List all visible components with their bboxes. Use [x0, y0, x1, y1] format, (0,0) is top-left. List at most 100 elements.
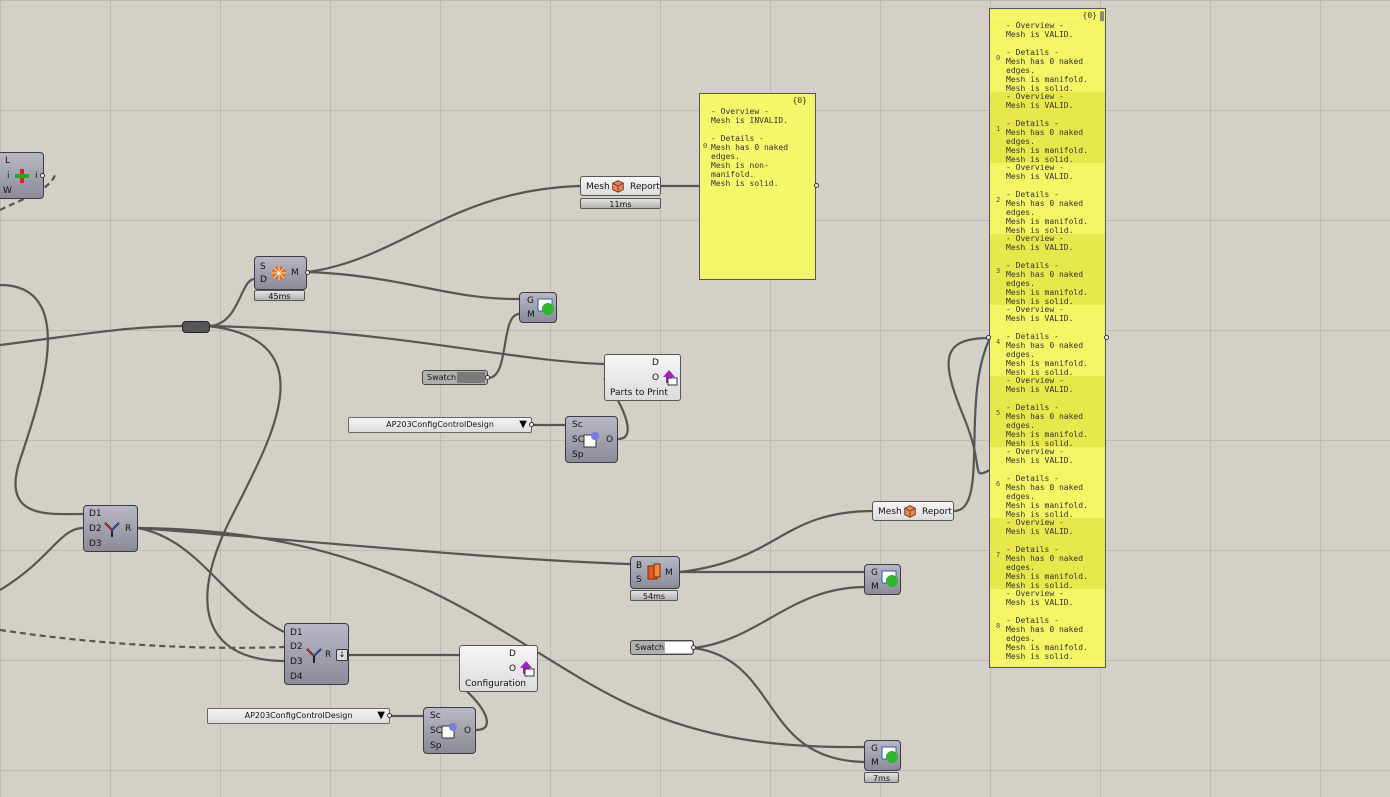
list-index: 3: [996, 267, 1001, 275]
input-i-label: i: [7, 171, 10, 181]
input-Sp-label: Sp: [430, 741, 442, 751]
mesh-report-component[interactable]: Mesh Report: [872, 501, 954, 521]
custom-preview-component[interactable]: G M: [864, 564, 901, 595]
input-D1-label: D1: [290, 628, 303, 638]
list-item: 5 - Overview - Mesh is VALID. - Details …: [990, 376, 1105, 448]
wire: [206, 324, 285, 663]
list-item: 4 - Overview - Mesh is VALID. - Details …: [990, 305, 1105, 377]
swatch-colour[interactable]: [665, 642, 692, 653]
export-arrow-icon: [663, 370, 678, 386]
wire-dashed: [0, 628, 285, 649]
export-settings-icon: [441, 723, 457, 739]
mesh-report-list-panel[interactable]: {0} 0 - Overview - Mesh is VALID. - Deta…: [989, 8, 1106, 668]
input-S-label: S: [260, 262, 266, 272]
output-grip[interactable]: [691, 645, 696, 650]
preview-sphere-icon: [537, 298, 554, 315]
list-text: - Overview - Mesh is VALID. - Details - …: [1006, 305, 1088, 377]
input-D2-label: D2: [290, 642, 303, 652]
wire: [953, 337, 991, 513]
wire: [487, 312, 520, 380]
output-M-label: M: [665, 568, 673, 578]
mesh-box-icon: [904, 505, 916, 518]
list-item: 7 - Overview - Mesh is VALID. - Details …: [990, 518, 1105, 590]
panel-output-grip[interactable]: [814, 183, 819, 188]
list-index: 4: [996, 338, 1001, 346]
output-grip[interactable]: [40, 173, 45, 178]
output-grip[interactable]: [387, 713, 392, 718]
input-Sc-label: Sc: [572, 420, 583, 430]
list-index: 2: [996, 196, 1001, 204]
merge-component[interactable]: D1 D2 D3 R: [83, 505, 138, 552]
configuration-component[interactable]: D O Configuration: [459, 645, 538, 692]
dropdown-arrow-icon[interactable]: ▼: [519, 419, 527, 430]
wire: [306, 184, 581, 274]
input-D1-label: D1: [89, 509, 102, 519]
input-D2-label: D2: [89, 524, 102, 534]
dropdown-value: AP203ConfigControlDesign: [244, 711, 353, 720]
input-D-label: D: [509, 649, 516, 659]
input-D-label: D: [260, 275, 267, 285]
custom-preview-component[interactable]: G M: [519, 292, 557, 323]
mesh-report-panel[interactable]: {0} 0 - Overview - Mesh is INVALID. - De…: [699, 93, 816, 280]
output-grip[interactable]: [529, 422, 534, 427]
input-D4-label: D4: [290, 672, 303, 682]
output-R-label: R: [325, 650, 332, 660]
wire: [137, 526, 631, 566]
export-arrow-icon: [520, 661, 535, 677]
merge-arrows-icon: [306, 648, 322, 663]
merge-arrows-icon: [104, 522, 120, 537]
wire: [947, 336, 991, 475]
swatch-label: Swatch: [635, 643, 665, 652]
input-S-label: S: [636, 575, 642, 585]
wire: [137, 526, 865, 749]
add-input-icon[interactable]: ↓: [336, 649, 348, 661]
list-item: 8 - Overview - Mesh is VALID. - Details …: [990, 589, 1105, 661]
configuration-label: Configuration: [465, 679, 527, 689]
panel-input-grip[interactable]: [986, 335, 991, 340]
list-text: - Overview - Mesh is VALID. - Details - …: [1006, 21, 1088, 93]
relay-node[interactable]: [182, 321, 210, 333]
format-dropdown[interactable]: AP203ConfigControlDesign ▼: [348, 417, 532, 433]
wire: [0, 526, 84, 591]
step-export-component[interactable]: Sc SC Sp O: [423, 707, 476, 754]
list-text: - Overview - Mesh is VALID. - Details - …: [1006, 92, 1088, 164]
parts-to-print-component[interactable]: D O Parts to Print: [604, 354, 681, 401]
partial-component[interactable]: L i W i: [0, 152, 45, 199]
mesh-brep-component[interactable]: B S M: [630, 556, 680, 589]
swatch-label: Swatch: [427, 373, 457, 382]
input-mesh-label: Mesh: [878, 507, 902, 517]
list-text: - Overview - Mesh is VALID. - Details - …: [1006, 447, 1088, 519]
format-dropdown[interactable]: AP203ConfigControlDesign ▼: [207, 708, 390, 724]
mesh-brep-component[interactable]: S D M: [254, 256, 310, 290]
step-export-component[interactable]: Sc SC Sp O: [565, 416, 618, 463]
list-text: - Overview - Mesh is VALID. - Details - …: [1006, 518, 1088, 590]
colour-swatch[interactable]: Swatch: [422, 370, 488, 385]
custom-preview-component[interactable]: G M: [864, 740, 901, 771]
output-grip[interactable]: [485, 375, 490, 380]
output-O-label: O: [464, 726, 472, 736]
input-L-label: L: [5, 156, 11, 166]
swatch-colour[interactable]: [457, 372, 485, 383]
input-Sc-label: Sc: [430, 711, 441, 721]
colour-swatch[interactable]: Swatch: [630, 640, 694, 655]
list-item: 1 - Overview - Mesh is VALID. - Details …: [990, 92, 1105, 164]
list-index: 8: [996, 622, 1001, 630]
input-SC-label: SC: [430, 726, 442, 736]
dropdown-arrow-icon[interactable]: ▼: [377, 710, 385, 721]
output-grip[interactable]: [305, 270, 310, 275]
output-report-label: Report: [630, 182, 660, 192]
wire: [207, 277, 256, 328]
output-report-label: Report: [922, 507, 952, 517]
input-B-label: B: [636, 561, 643, 571]
list-item: 2 - Overview - Mesh is VALID. - Details …: [990, 163, 1105, 235]
timing-label: 11ms: [580, 198, 661, 209]
mesh-report-component[interactable]: Mesh Report: [580, 176, 661, 196]
panel-output-grip[interactable]: [1104, 335, 1109, 340]
input-D-label: D: [652, 358, 659, 368]
wire: [207, 324, 605, 366]
input-G-label: G: [871, 744, 878, 754]
panel-index: 0: [703, 142, 708, 150]
output-O-label: O: [606, 435, 614, 445]
merge-component-4[interactable]: D1 D2 D3 D4 R ↓: [284, 623, 349, 685]
